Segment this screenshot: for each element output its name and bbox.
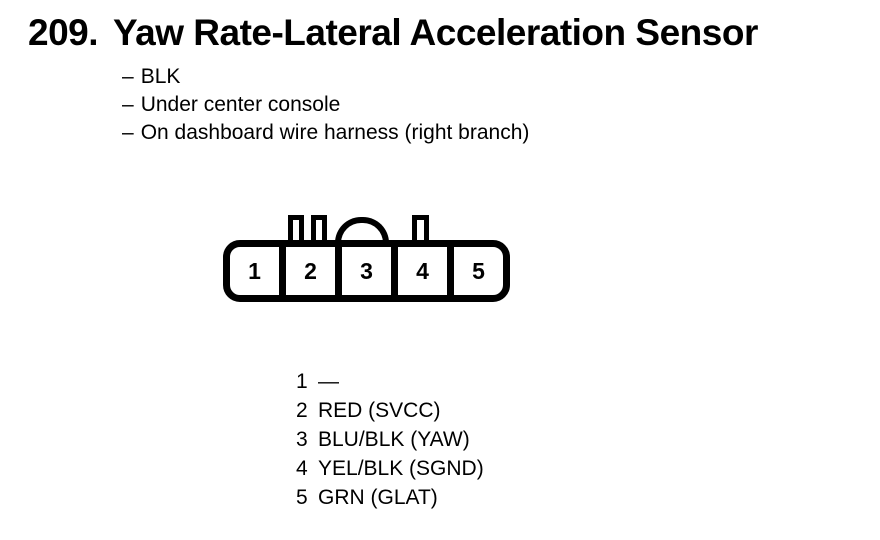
wire-label: RED (SVCC) <box>318 399 441 422</box>
connector-cavity: 4 <box>398 247 454 295</box>
wire-label: — <box>318 370 339 393</box>
note-dash: – <box>122 65 134 88</box>
pin-number: 4 <box>296 457 308 480</box>
pin-number: 2 <box>296 399 308 422</box>
connector-cavity: 3 <box>342 247 398 295</box>
connector-body: 1 2 3 4 5 <box>223 240 510 302</box>
pin-row: 1 — <box>296 367 484 396</box>
wire-label: GRN (GLAT) <box>318 486 438 509</box>
note-item: – BLK <box>122 63 529 91</box>
connector-key-tab <box>311 215 327 241</box>
connector-key-tab <box>288 215 304 241</box>
section-heading: 209. Yaw Rate-Lateral Acceleration Senso… <box>28 12 758 54</box>
connector-cavity: 5 <box>454 247 503 295</box>
note-item: – On dashboard wire harness (right branc… <box>122 119 529 147</box>
cavity-number: 1 <box>248 257 261 284</box>
pin-row: 2 RED (SVCC) <box>296 396 484 425</box>
cavity-number: 4 <box>416 257 429 284</box>
pin-number: 1 <box>296 370 308 393</box>
connector-cavity: 1 <box>230 247 286 295</box>
note-text: Under center console <box>140 93 341 116</box>
note-dash: – <box>122 121 134 144</box>
pin-row: 5 GRN (GLAT) <box>296 483 484 512</box>
note-text: On dashboard wire harness (right branch) <box>140 121 530 144</box>
cavity-number: 3 <box>360 257 373 284</box>
wire-label: BLU/BLK (YAW) <box>318 428 470 451</box>
pin-number: 3 <box>296 428 308 451</box>
connector-diagram: 1 2 3 4 5 <box>223 214 510 302</box>
connector-latch-arch-icon <box>335 217 389 243</box>
connector-cavity: 2 <box>286 247 342 295</box>
note-dash: – <box>122 93 134 116</box>
pin-number: 5 <box>296 486 308 509</box>
pin-row: 4 YEL/BLK (SGND) <box>296 454 484 483</box>
note-text: BLK <box>140 65 181 88</box>
wire-label: YEL/BLK (SGND) <box>318 457 484 480</box>
notes-list: – BLK – Under center console – On dashbo… <box>122 63 529 147</box>
note-item: – Under center console <box>122 91 529 119</box>
cavity-number: 5 <box>472 257 485 284</box>
page-title: Yaw Rate-Lateral Acceleration Sensor <box>113 12 758 53</box>
section-number: 209. <box>28 12 99 53</box>
cavity-number: 2 <box>304 257 317 284</box>
pin-row: 3 BLU/BLK (YAW) <box>296 425 484 454</box>
connector-key-tab <box>412 215 429 241</box>
pin-list: 1 — 2 RED (SVCC) 3 BLU/BLK (YAW) 4 YEL/B… <box>296 367 484 512</box>
